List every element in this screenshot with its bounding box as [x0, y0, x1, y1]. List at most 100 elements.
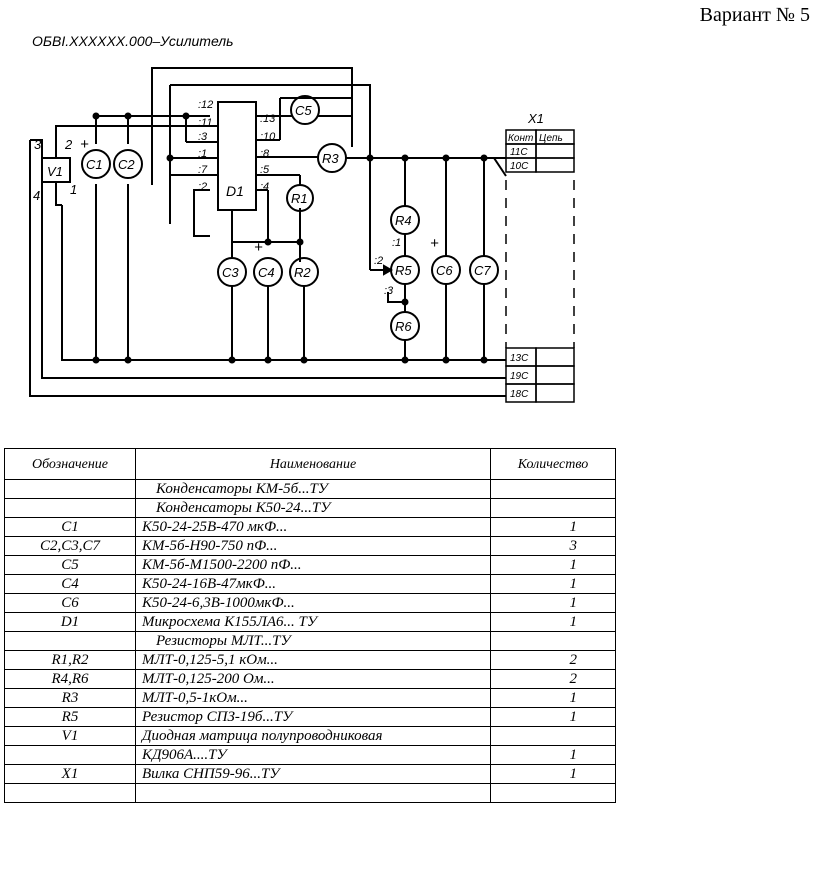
row-designation: С1: [4, 517, 136, 537]
row-designation: [4, 631, 136, 651]
row-name: МЛТ-0,125-5,1 кОм...: [135, 650, 491, 670]
v1-pin-4: 4: [33, 188, 40, 203]
row-qty: 2: [490, 650, 616, 670]
table-row: Конденсаторы К50-24...ТУ: [4, 498, 616, 518]
row-designation: R5: [4, 707, 136, 727]
row-qty: 1: [490, 574, 616, 594]
row-name: КМ-5б-Н90-750 пФ...: [135, 536, 491, 556]
row-qty: [490, 631, 616, 651]
row-name: МЛТ-0,5-1кОм...: [135, 688, 491, 708]
row-designation: V1: [4, 726, 136, 746]
row-name: К50-24-6,3В-1000мкФ...: [135, 593, 491, 613]
row-qty: 1: [490, 688, 616, 708]
v1-pin-1: 1: [70, 182, 77, 197]
header-qty: Количество: [490, 448, 616, 480]
x1-contact-18c: 18С: [510, 389, 529, 400]
row-name: МЛТ-0,125-200 Ом...: [135, 669, 491, 689]
r5-pin-2: :2: [374, 255, 383, 267]
row-designation: R3: [4, 688, 136, 708]
row-name: КМ-5б-М1500-2200 пФ...: [135, 555, 491, 575]
row-name: Диодная матрица полупроводниковая: [135, 726, 491, 746]
x1-contact-11c: 11С: [510, 147, 528, 158]
c1-plus: +: [80, 136, 89, 153]
c5-label: C5: [295, 103, 312, 118]
row-name: Резистор СПЗ-19б...ТУ: [135, 707, 491, 727]
table-row: [4, 783, 616, 803]
row-qty: [490, 479, 616, 499]
x1-contact-10c: 10С: [510, 161, 529, 172]
r5-label: R5: [395, 263, 412, 278]
c6-plus: +: [430, 235, 439, 252]
row-name: Вилка СНП59-96...ТУ: [135, 764, 491, 784]
c5-capacitor: [290, 95, 320, 125]
c7-label: C7: [474, 263, 491, 278]
row-name: К50-24-25В-470 мкФ...: [135, 517, 491, 537]
row-qty: 1: [490, 517, 616, 537]
d1-pin-10: :10: [260, 131, 276, 143]
d1-pin-1: :1: [198, 148, 207, 160]
v1-pin-2: 2: [64, 137, 73, 152]
x1-contact-13c: 13С: [510, 353, 529, 364]
row-qty: 1: [490, 707, 616, 727]
x1-contact-19c: 19С: [510, 371, 529, 382]
c3-label: C3: [222, 265, 239, 280]
r4-label: R4: [395, 213, 412, 228]
row-designation: D1: [4, 612, 136, 632]
header-name: Наименование: [135, 448, 491, 480]
row-designation: [4, 783, 136, 803]
table-row: Конденсаторы КМ-5б...ТУ: [4, 479, 616, 499]
row-designation: R1,R2: [4, 650, 136, 670]
v1-label: V1: [47, 164, 63, 179]
c1-capacitor: [81, 149, 111, 179]
row-name: Конденсаторы КМ-5б...ТУ: [135, 479, 491, 499]
table-row: Резисторы МЛТ...ТУ: [4, 631, 616, 651]
row-name: [135, 783, 491, 803]
x1-header-circuit: Цепь: [539, 133, 563, 144]
d1-pin-7: :7: [198, 164, 208, 176]
row-qty: 1: [490, 745, 616, 765]
row-qty: 1: [490, 555, 616, 575]
row-qty: 1: [490, 764, 616, 784]
row-designation: X1: [4, 764, 136, 784]
c4-plus: +: [254, 239, 263, 256]
r6-label: R6: [395, 319, 412, 334]
header-designation: Обозначение: [4, 448, 136, 480]
circuit-schematic: ОБВI.XXXXXX.000–Усилитель V1 3 2 + 4 1 D…: [29, 33, 575, 403]
spec-table: Обозначение Наименование Количество Конд…: [4, 448, 616, 803]
r1-label: R1: [291, 191, 308, 206]
spec-table-header: Обозначение Наименование Количество: [4, 448, 616, 480]
v1-pin-3: 3: [34, 137, 42, 152]
d1-pin-3: :3: [198, 131, 208, 143]
row-designation: [4, 745, 136, 765]
row-qty: [490, 726, 616, 746]
d1-label: D1: [226, 183, 244, 199]
d1-pin-8: :8: [260, 148, 270, 160]
row-name: КД906А....ТУ: [135, 745, 491, 765]
r5-pin-3: :3: [384, 285, 394, 297]
row-name: Микросхема К155ЛА6... ТУ: [135, 612, 491, 632]
r2-label: R2: [294, 265, 311, 280]
r3-label: R3: [322, 151, 339, 166]
row-name: Конденсаторы К50-24...ТУ: [135, 498, 491, 518]
d1-pin-2: :2: [198, 181, 207, 193]
x1-label: X1: [527, 111, 544, 126]
c4-label: C4: [258, 265, 275, 280]
row-designation: [4, 498, 136, 518]
row-designation: С4: [4, 574, 136, 594]
row-name: Резисторы МЛТ...ТУ: [135, 631, 491, 651]
row-qty: 2: [490, 669, 616, 689]
row-designation: R4,R6: [4, 669, 136, 689]
r5-pin-1: :1: [392, 237, 401, 249]
